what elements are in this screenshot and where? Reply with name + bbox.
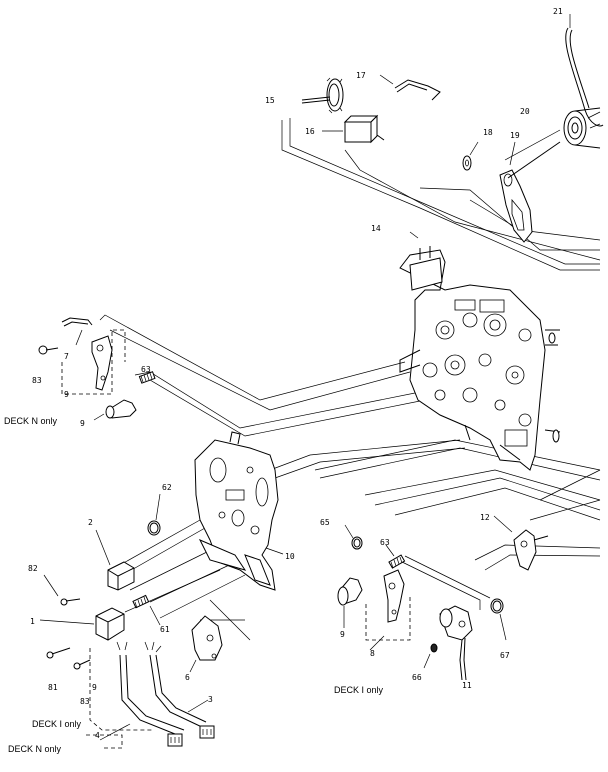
part-20-pulley	[563, 107, 601, 149]
label-19: 19	[510, 131, 520, 140]
part-labels: 21 17 15 16 20 18 19 14 7 83 9 63 9 62 2…	[4, 7, 563, 754]
part-2-switch	[95, 529, 135, 591]
note-deck-i-only-left: DECK I only	[32, 719, 82, 729]
part-19-lever	[499, 141, 561, 243]
leader-lines	[99, 111, 601, 641]
deck-i-only-box-left	[89, 648, 152, 731]
part-7-clip	[61, 317, 93, 346]
label-10: 10	[285, 552, 295, 561]
part-63-spring-right	[385, 544, 406, 569]
part-66-spring	[423, 643, 438, 669]
deck-n-only-box-top	[61, 329, 126, 395]
part-61-spring	[132, 594, 161, 626]
part-3-4-wire-harness	[99, 641, 215, 747]
part-83-screw-top	[38, 345, 59, 355]
label-21: 21	[553, 7, 563, 16]
part-10-side-frame	[194, 431, 284, 591]
label-12: 12	[480, 513, 490, 522]
part-67-ring	[490, 598, 507, 641]
part-9-knob-top	[93, 399, 137, 421]
label-1: 1	[30, 617, 35, 626]
part-62-spring-ring	[147, 493, 161, 536]
label-83-bottom: 83	[80, 697, 90, 706]
label-65: 65	[320, 518, 330, 527]
note-deck-i-only-right: DECK I only	[334, 685, 384, 695]
part-18-washer	[462, 141, 479, 171]
label-66: 66	[412, 673, 422, 682]
deck-n-only-box-bottom	[86, 734, 123, 749]
part-81-screw	[46, 647, 71, 659]
part-14-main-chassis	[399, 231, 561, 471]
part-82-screw	[43, 574, 81, 606]
part-bracket-top-lever	[91, 335, 113, 391]
label-2: 2	[88, 518, 93, 527]
label-63-top: 63	[141, 365, 151, 374]
label-15: 15	[265, 96, 275, 105]
note-deck-n-only-top: DECK N only	[4, 416, 58, 426]
label-63-right: 63	[380, 538, 390, 547]
label-6: 6	[185, 673, 190, 682]
label-81: 81	[48, 683, 58, 692]
part-63-spring-top	[138, 371, 156, 384]
label-17: 17	[356, 71, 366, 80]
label-61: 61	[160, 625, 170, 634]
label-9-top: 9	[80, 419, 85, 428]
label-82: 82	[28, 564, 38, 573]
part-6-plate	[189, 615, 223, 673]
label-67: 67	[500, 651, 510, 660]
note-deck-n-only-bottom: DECK N only	[8, 744, 62, 754]
part-83-screw-bottom	[73, 659, 91, 670]
part-65-ring	[344, 524, 363, 550]
label-11: 11	[462, 681, 472, 690]
label-83-top: 83	[32, 376, 42, 385]
part-15-gear	[301, 77, 344, 114]
part-11-solenoid-assy	[439, 605, 473, 681]
part-9-knob-right	[337, 577, 363, 628]
part-17-pin	[379, 74, 441, 101]
label-18: 18	[483, 128, 493, 137]
part-21-belt	[565, 14, 604, 127]
label-4: 4	[95, 731, 100, 740]
part-1-switch-block	[39, 607, 125, 641]
label-8: 8	[370, 649, 375, 658]
label-7: 7	[64, 352, 69, 361]
part-12-lever	[493, 515, 549, 571]
part-16-solenoid	[322, 114, 385, 144]
label-20: 20	[520, 107, 530, 116]
part-8-lever	[369, 569, 405, 651]
label-14: 14	[371, 224, 381, 233]
label-16: 16	[305, 127, 315, 136]
label-9-left: 9	[92, 683, 97, 692]
label-9-near-deck-n: 9	[64, 390, 69, 399]
label-9-right: 9	[340, 630, 345, 639]
label-62: 62	[162, 483, 172, 492]
label-3: 3	[208, 695, 213, 704]
deck-i-only-box-right	[365, 596, 411, 641]
